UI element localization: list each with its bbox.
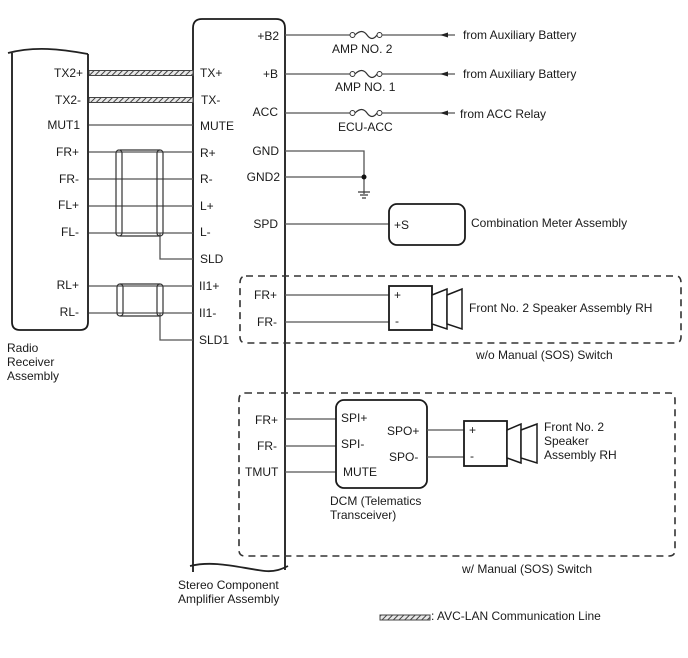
avc-lan-tx-minus-line [88, 97, 194, 103]
ground-icon [358, 191, 370, 199]
ground-circuit [285, 150, 370, 199]
fuse-icon [354, 30, 378, 40]
power-plus-b2: AMP NO. 2 from Auxiliary Battery [285, 28, 576, 56]
pin-plus-s: +S [394, 218, 409, 232]
power-acc: ECU-ACC from ACC Relay [285, 107, 546, 134]
group-with-sos-switch: FR+ FR- TMUT SPI+ SPI- MUTE SPO+ SPO- DC… [238, 392, 676, 576]
pin-tx2-plus: TX2+ [54, 66, 83, 80]
twisted-pair-shield-rear [116, 283, 164, 317]
power-circuits: AMP NO. 2 from Auxiliary Battery AMP NO.… [285, 28, 576, 134]
signal-wires [89, 124, 193, 341]
fuse-amp-no2: AMP NO. 2 [332, 42, 393, 56]
source-aux-battery-2: from Auxiliary Battery [463, 67, 576, 81]
dcm-box [335, 399, 428, 489]
combination-meter-label: Combination Meter Assembly [471, 216, 627, 230]
pin-fr-minus-w: FR- [257, 439, 277, 453]
speaker-terminal-minus-w: - [470, 449, 474, 463]
arrow-icon [440, 110, 448, 116]
avc-lan-lines [88, 70, 194, 103]
group-without-sos-switch: FR+ FR- + - Front No. 2 Speaker Assembly… [239, 275, 682, 362]
pin-fr-minus-wo: FR- [257, 315, 277, 329]
legend: : AVC-LAN Communication Line [379, 609, 601, 623]
pin-acc: ACC [253, 105, 279, 119]
fuse-ecu-acc: ECU-ACC [338, 120, 393, 134]
pin-fr-plus-w: FR+ [255, 413, 278, 427]
source-acc-relay: from ACC Relay [460, 107, 546, 121]
speaker-terminal-plus: + [394, 288, 401, 302]
pin-rl-plus: RL+ [57, 278, 79, 292]
avc-lan-legend-swatch [379, 614, 431, 621]
pin-mut1: MUT1 [47, 118, 80, 132]
pin-mute: MUTE [200, 119, 234, 133]
pin-tx2-minus: TX2- [55, 93, 81, 107]
pin-fr-plus: FR+ [56, 145, 79, 159]
legend-label: : AVC-LAN Communication Line [431, 609, 601, 623]
pin-l-plus: L+ [200, 199, 214, 213]
pin-ii1-plus: II1+ [199, 279, 219, 293]
pin-tmut: TMUT [245, 465, 279, 479]
arrow-icon [440, 71, 448, 77]
pin-sld1: SLD1 [199, 333, 229, 347]
pin-gnd2: GND2 [247, 170, 281, 184]
dcm-pin-spi-plus: SPI+ [341, 411, 367, 425]
dcm-pin-spi-minus: SPI- [341, 437, 364, 451]
dcm-pin-spo-plus: SPO+ [387, 424, 419, 438]
pin-fr-plus-wo: FR+ [254, 288, 277, 302]
speaker-icon [388, 285, 463, 331]
pin-tx-plus: TX+ [200, 66, 222, 80]
source-aux-battery-1: from Auxiliary Battery [463, 28, 576, 42]
pin-fl-plus: FL+ [58, 198, 79, 212]
power-plus-b: AMP NO. 1 from Auxiliary Battery [285, 67, 576, 94]
pin-plus-b2: +B2 [257, 29, 279, 43]
speaker-terminal-minus: - [395, 314, 399, 328]
dcm-pin-mute: MUTE [343, 465, 377, 479]
fuse-icon [354, 69, 378, 79]
twisted-pair-shield-front [115, 149, 164, 237]
pin-r-plus: R+ [200, 146, 216, 160]
pin-ii1-minus: II1- [199, 306, 216, 320]
caption-without-sos: w/o Manual (SOS) Switch [475, 348, 613, 362]
speaker-terminal-plus-w: + [469, 423, 476, 437]
pin-sld: SLD [200, 252, 224, 266]
speaker-icon [463, 420, 538, 467]
pin-spd: SPD [253, 217, 278, 231]
pin-plus-b: +B [263, 67, 278, 81]
speaker-label-wo: Front No. 2 Speaker Assembly RH [469, 301, 652, 315]
caption-with-sos: w/ Manual (SOS) Switch [461, 562, 592, 576]
combination-meter-assembly: +S Combination Meter Assembly [285, 203, 627, 246]
arrow-icon [440, 32, 448, 38]
avc-lan-tx-plus-line [88, 70, 194, 76]
pin-fl-minus: FL- [61, 225, 79, 239]
pin-fr-minus: FR- [59, 172, 79, 186]
pin-tx-minus: TX- [201, 93, 220, 107]
dcm-pin-spo-minus: SPO- [389, 450, 418, 464]
pin-r-minus: R- [200, 172, 213, 186]
fuse-amp-no1: AMP NO. 1 [335, 80, 396, 94]
pin-rl-minus: RL- [60, 305, 79, 319]
pin-l-minus: L- [200, 225, 211, 239]
pin-gnd: GND [252, 144, 279, 158]
fuse-icon [354, 108, 378, 118]
